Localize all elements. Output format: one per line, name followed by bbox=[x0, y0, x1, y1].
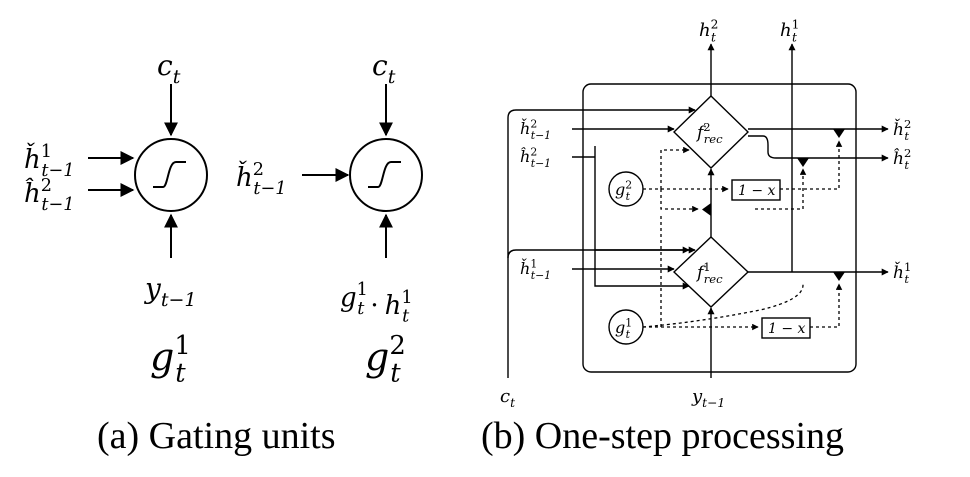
caption-b: (b) One-step processing bbox=[481, 415, 844, 457]
f1-node bbox=[672, 236, 750, 308]
gate1-top-label: ct bbox=[157, 49, 181, 88]
mult-triangle-hc2 bbox=[833, 129, 845, 138]
ct-to-f1-arrow bbox=[507, 246, 696, 259]
caption-a: (a) Gating units bbox=[97, 415, 336, 457]
gate2-top-label: ct bbox=[372, 49, 396, 88]
g1-to-out-dotted bbox=[642, 282, 804, 328]
mult-triangle-hc1 bbox=[833, 272, 845, 281]
ct-to-f2-arrow bbox=[507, 106, 696, 378]
g2-to-mid bbox=[660, 189, 699, 213]
yt-label: yt−1 bbox=[691, 386, 725, 410]
gate1-circle bbox=[134, 138, 208, 212]
gate2-circle bbox=[349, 138, 423, 212]
one-minus-x-to-hc1 bbox=[810, 283, 843, 328]
mid-to-hh2 bbox=[755, 168, 807, 210]
f2-node bbox=[672, 95, 750, 169]
hh2-to-f1-arrow bbox=[594, 250, 690, 290]
in-hh2-arrow bbox=[572, 146, 690, 254]
out-hh2-arrow bbox=[748, 135, 889, 162]
gate1-bottom-label: yt−1 bbox=[143, 272, 197, 311]
sigmoid-icon bbox=[153, 161, 186, 188]
one-minus-x-box-bottom bbox=[761, 317, 811, 339]
one-minus-x-to-hc2 bbox=[780, 140, 843, 190]
mult-triangle-mid bbox=[702, 203, 711, 216]
one-minus-x-box-top bbox=[731, 179, 781, 201]
ct-label: ct bbox=[500, 386, 515, 410]
sigmoid-icon bbox=[368, 161, 401, 188]
one-minus-x-label-top: 1 − x bbox=[738, 183, 776, 199]
processing-box bbox=[582, 83, 857, 373]
g2-to-f2 bbox=[660, 146, 690, 189]
one-minus-x-label-bottom: 1 − x bbox=[768, 321, 806, 337]
mult-triangle-hh2 bbox=[797, 158, 809, 167]
